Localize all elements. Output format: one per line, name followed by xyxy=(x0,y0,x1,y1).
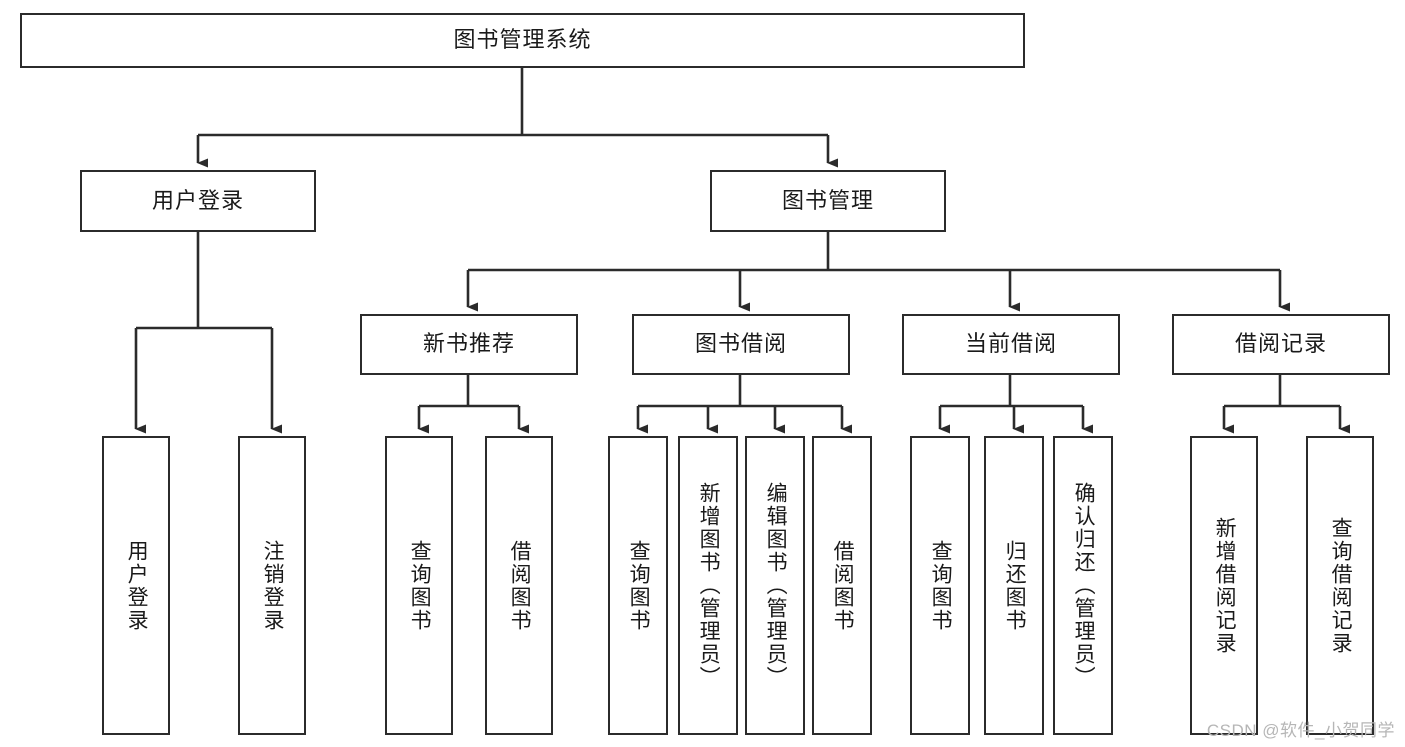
node-leaf-edit-book-admin-label: 编辑图书（管理员） xyxy=(764,482,788,689)
node-user-login[interactable]: 用户登录 xyxy=(80,170,316,232)
node-new-book-recommend[interactable]: 新书推荐 xyxy=(360,314,578,375)
node-leaf-confirm-return-admin-label: 确认归还（管理员） xyxy=(1072,482,1096,689)
node-root-label: 图书管理系统 xyxy=(453,27,592,53)
node-leaf-user-login[interactable]: 用户登录 xyxy=(102,436,170,735)
node-leaf-return-book-label: 归还图书 xyxy=(1003,539,1027,632)
node-book-borrow[interactable]: 图书借阅 xyxy=(632,314,850,375)
node-new-book-recommend-label: 新书推荐 xyxy=(422,331,515,357)
node-borrow-record[interactable]: 借阅记录 xyxy=(1172,314,1390,375)
node-book-management-label: 图书管理 xyxy=(781,187,874,213)
node-leaf-add-book-admin[interactable]: 新增图书（管理员） xyxy=(678,436,738,735)
node-leaf-user-logout-label: 注销登录 xyxy=(261,539,285,632)
node-leaf-query-book-2[interactable]: 查询图书 xyxy=(608,436,668,735)
node-current-borrow[interactable]: 当前借阅 xyxy=(902,314,1120,375)
node-leaf-add-book-admin-label: 新增图书（管理员） xyxy=(697,482,721,689)
node-leaf-borrow-book-1[interactable]: 借阅图书 xyxy=(485,436,553,735)
node-root[interactable]: 图书管理系统 xyxy=(20,13,1025,68)
node-leaf-add-borrow-record-label: 新增借阅记录 xyxy=(1213,516,1237,655)
node-leaf-add-borrow-record[interactable]: 新增借阅记录 xyxy=(1190,436,1258,735)
node-user-login-label: 用户登录 xyxy=(151,187,244,213)
node-leaf-user-login-label: 用户登录 xyxy=(125,539,149,632)
node-leaf-borrow-book-2-label: 借阅图书 xyxy=(831,539,855,632)
node-leaf-query-book-3[interactable]: 查询图书 xyxy=(910,436,970,735)
node-leaf-borrow-book-1-label: 借阅图书 xyxy=(508,539,532,632)
node-leaf-user-logout[interactable]: 注销登录 xyxy=(238,436,306,735)
node-leaf-query-book-2-label: 查询图书 xyxy=(627,539,651,632)
node-book-borrow-label: 图书借阅 xyxy=(694,331,787,357)
node-current-borrow-label: 当前借阅 xyxy=(964,331,1057,357)
node-leaf-query-borrow-record[interactable]: 查询借阅记录 xyxy=(1306,436,1374,735)
node-leaf-query-book-3-label: 查询图书 xyxy=(929,539,953,632)
node-leaf-confirm-return-admin[interactable]: 确认归还（管理员） xyxy=(1053,436,1113,735)
node-book-management[interactable]: 图书管理 xyxy=(710,170,946,232)
node-leaf-borrow-book-2[interactable]: 借阅图书 xyxy=(812,436,872,735)
node-leaf-query-borrow-record-label: 查询借阅记录 xyxy=(1329,516,1353,655)
node-leaf-query-book-1-label: 查询图书 xyxy=(408,539,432,632)
csdn-watermark: CSDN @软件_小贺同学 xyxy=(1206,721,1395,740)
node-borrow-record-label: 借阅记录 xyxy=(1234,331,1327,357)
node-leaf-query-book-1[interactable]: 查询图书 xyxy=(385,436,453,735)
node-leaf-edit-book-admin[interactable]: 编辑图书（管理员） xyxy=(745,436,805,735)
node-leaf-return-book[interactable]: 归还图书 xyxy=(984,436,1044,735)
